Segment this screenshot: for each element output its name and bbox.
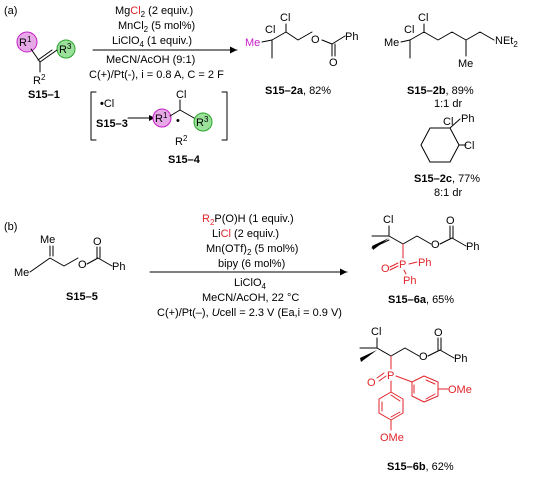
ester-o: O [78, 259, 87, 271]
cl-label-2: Cl [418, 12, 428, 24]
cl-label-1: Cl [404, 24, 414, 36]
cl-label-2: Cl [464, 140, 474, 152]
cyclohexane-ring [420, 127, 460, 163]
panel-b-label: (b) [4, 221, 17, 233]
r3-highlight [56, 39, 76, 59]
compound-label-s15-2c: S15–2c, 77% [414, 173, 480, 185]
r1-highlight [16, 31, 38, 53]
int-cl: Cl [176, 89, 186, 101]
dr-label: 1:1 dr [434, 98, 462, 110]
ester-o: O [311, 34, 320, 46]
left-bracket [90, 91, 97, 141]
product-s15-2a: Me Cl Cl O O Ph S15–2a, 82% [245, 12, 358, 97]
panel-a-label: (a) [4, 5, 17, 17]
me-label-2: Me [458, 58, 473, 70]
reagent-b-4: bipy (6 mol%) [218, 258, 285, 270]
me-label-top: Me [40, 234, 55, 246]
product-s15-2c: Ph Cl Cl S15–2c, 77% 8:1 dr [414, 113, 480, 199]
int-r3: R3 [196, 115, 209, 129]
reagent-b-5: LiClO4 [234, 277, 267, 291]
r1-group: R1 [19, 35, 32, 49]
starting-alkene-s15-1: R1 R3 R2 S15–1 [16, 31, 76, 101]
ome-label-1: OMe [448, 384, 472, 396]
reagent-b-7: C(+)/Pt(–), Ucell = 2.3 V (Ea,i = 0.9 V) [157, 307, 342, 319]
dr-label: 8:1 dr [434, 187, 462, 199]
ph-label: Ph [345, 31, 358, 43]
reagent-a-2: MnCl2 (5 mol%) [118, 20, 195, 34]
reagent-a-3: LiClO4 (1 equiv.) [112, 35, 192, 49]
pph-label-1: Ph [418, 257, 431, 269]
ph-label: Ph [112, 261, 125, 273]
aryl-ring-2 [378, 391, 404, 421]
carbonyl-o: O [446, 215, 455, 227]
ph-label: Ph [461, 113, 474, 125]
product-s15-6b: Cl O O Ph P O OMe OMe S15–6b, 62% [359, 326, 472, 473]
reagent-b-2: LiCl (2 equiv.) [212, 228, 279, 240]
int-r1: R1 [155, 111, 168, 125]
po-oxygen: O [367, 377, 376, 389]
carbonyl-o: O [329, 57, 338, 69]
reagent-b-6: MeCN/AcOH, 22 °C [202, 292, 299, 304]
compound-label-s15-2a: S15–2a, 82% [265, 85, 331, 97]
product-s15-6a: Cl O O Ph P O Ph Ph S15–6a, 65% [371, 214, 479, 306]
cl-label: Cl [383, 214, 393, 226]
r2-group: R2 [33, 73, 46, 87]
reagent-a-5: C(+)/Pt(-), i = 0.8 A, C = 2 F [89, 69, 224, 81]
po-oxygen: O [381, 263, 390, 275]
chlorine-radical: •Cl [100, 98, 114, 110]
reagent-a-4: MeCN/AcOH (9:1) [106, 54, 195, 66]
reagent-a-1: MgCl2 (2 equiv.) [115, 5, 193, 19]
ph-label: Ph [466, 241, 479, 253]
r3-group: R3 [59, 42, 72, 56]
amine-label: NEt2 [495, 35, 518, 49]
cl-label-2: Cl [280, 12, 290, 24]
pph-label-2: Ph [403, 275, 416, 287]
ester-o: O [419, 351, 428, 363]
svg-text:•: • [176, 115, 180, 127]
right-bracket [221, 91, 228, 141]
reagent-b-1: R2P(O)H (1 equiv.) [202, 213, 294, 227]
me-label: Me [384, 37, 399, 49]
mechanism-bracket: •Cl S15–3 R1 R3 Cl • R2 S15–4 [90, 89, 228, 166]
int-r2: R2 [175, 134, 188, 148]
compound-label-s15-6b: S15–6b, 62% [387, 461, 454, 473]
ome-label-2: OMe [380, 432, 404, 444]
compound-label-s15-3: S15–3 [96, 118, 128, 130]
compound-label-s15-5: S15–5 [66, 291, 98, 303]
cl-label-1: Cl [443, 116, 453, 128]
carbonyl-o: O [93, 236, 102, 248]
cl-label-1: Cl [265, 24, 275, 36]
me-label-left: Me [14, 267, 29, 279]
reagents-a: MgCl2 (2 equiv.) MnCl2 (5 mol%) LiClO4 (… [89, 5, 238, 81]
product-s15-2b: Me Cl Cl Me NEt2 S15–2b, 89% 1:1 dr [384, 12, 518, 110]
starting-material-s15-5: Me Me O O Ph S15–5 [14, 234, 125, 303]
me-label: Me [245, 37, 260, 49]
aryl-ring-1 [411, 375, 439, 403]
compound-label-s15-4: S15–4 [168, 154, 201, 166]
phosphorus-label: P [399, 259, 406, 271]
compound-label-s15-1: S15–1 [28, 89, 60, 101]
compound-label-s15-2b: S15–2b, 89% [407, 85, 474, 97]
cl-label: Cl [371, 326, 381, 338]
reagent-b-3: Mn(OTf)2 (5 mol%) [206, 243, 298, 257]
carbonyl-o: O [434, 327, 443, 339]
compound-label-s15-6a: S15–6a, 65% [388, 294, 454, 306]
ester-o: O [431, 239, 440, 251]
phosphorus-label: P [387, 370, 394, 382]
reagents-b: R2P(O)H (1 equiv.) LiCl (2 equiv.) Mn(OT… [149, 213, 348, 319]
ph-label: Ph [454, 353, 467, 365]
